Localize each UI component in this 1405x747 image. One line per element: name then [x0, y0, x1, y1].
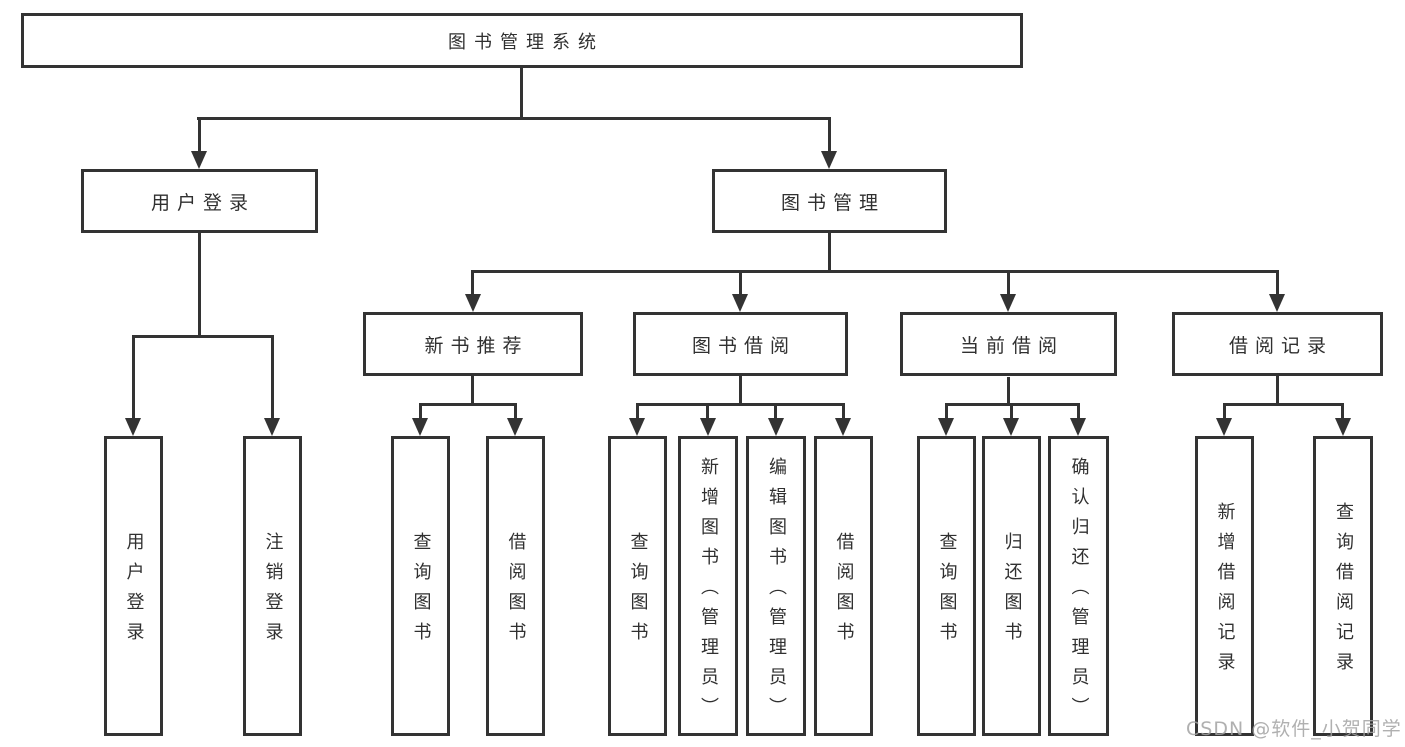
arrow-down-icon: [1216, 418, 1232, 436]
node-book-management: 图书管理: [712, 169, 947, 233]
arrow-down-icon: [835, 418, 851, 436]
leaf-query-borrow-record: 查询借阅记录: [1313, 436, 1373, 736]
connector-recommend-bar: [419, 403, 517, 406]
connector-drop-leaf: [636, 405, 639, 419]
connector-drop-leaf: [1341, 405, 1344, 419]
watermark: CSDN @软件_小贺同学: [1186, 718, 1402, 740]
connector-drop-leaf: [514, 405, 517, 419]
leaf-add-borrow-record: 新增借阅记录: [1195, 436, 1254, 736]
node-root: 图书管理系统: [21, 13, 1023, 68]
leaf-add-book-admin-label: 新增图书（管理员）: [698, 457, 719, 727]
arrow-down-icon: [264, 418, 280, 436]
arrow-down-icon: [700, 418, 716, 436]
arrow-down-icon: [1000, 294, 1016, 312]
connector-current-bar: [945, 403, 1080, 406]
leaf-query-books-current-label: 查询图书: [936, 532, 958, 652]
node-book-management-label: 图书管理: [780, 191, 885, 214]
leaf-logout-label: 注销登录: [262, 532, 284, 652]
arrow-down-icon: [1003, 418, 1019, 436]
leaf-logout: 注销登录: [243, 436, 302, 736]
leaf-query-books-recommend-label: 查询图书: [410, 532, 432, 652]
arrow-down-icon: [821, 151, 837, 169]
connector-records-bar: [1223, 403, 1344, 406]
connector-recommend-stem: [471, 376, 474, 406]
leaf-add-borrow-record-label: 新增借阅记录: [1214, 502, 1236, 682]
node-book-borrowing-label: 图书借阅: [691, 334, 796, 357]
connector-drop-leaf: [1077, 405, 1080, 419]
leaf-return-books-label: 归还图书: [1001, 532, 1023, 652]
connector-drop-leaf: [842, 405, 845, 419]
leaf-borrow-books-borrowing-label: 借阅图书: [833, 532, 855, 652]
connector-borrowing-stem: [739, 376, 742, 405]
arrow-down-icon: [412, 418, 428, 436]
node-borrowing-records-label: 借阅记录: [1228, 334, 1333, 357]
leaf-borrow-books-borrowing: 借阅图书: [814, 436, 873, 736]
connector-drop-leaf: [1010, 405, 1013, 419]
node-current-borrowing: 当前借阅: [900, 312, 1117, 376]
connector-drop-leaf: [419, 405, 422, 419]
node-book-borrowing: 图书借阅: [633, 312, 848, 376]
connector-drop-book-management: [828, 119, 831, 153]
connector-root-stem: [520, 68, 523, 120]
connector-user-login-stem: [198, 233, 201, 338]
arrow-down-icon: [768, 418, 784, 436]
node-new-book-recommendation: 新书推荐: [363, 312, 583, 376]
connector-level2-bar: [197, 117, 831, 120]
connector-drop-leaf: [945, 405, 948, 419]
node-user-login-label: 用户登录: [150, 191, 255, 214]
arrow-down-icon: [191, 151, 207, 169]
connector-drop-leaf: [706, 405, 709, 419]
leaf-return-books: 归还图书: [982, 436, 1041, 736]
arrow-down-icon: [1335, 418, 1351, 436]
connector-user-login-bar: [132, 335, 274, 338]
leaf-edit-book-admin: 编辑图书（管理员）: [746, 436, 806, 736]
node-current-borrowing-label: 当前借阅: [959, 334, 1064, 357]
connector-current-stem: [1007, 377, 1010, 405]
connector-drop-leaf: [774, 405, 777, 419]
leaf-add-book-admin: 新增图书（管理员）: [678, 436, 738, 736]
leaf-borrow-books-recommend-label: 借阅图书: [505, 532, 527, 652]
connector-drop-level3: [1007, 272, 1010, 296]
connector-drop-leaf: [271, 337, 274, 420]
node-user-login: 用户登录: [81, 169, 318, 233]
connector-drop-leaf: [132, 337, 135, 420]
arrow-down-icon: [1269, 294, 1285, 312]
node-root-label: 图书管理系统: [448, 31, 604, 53]
arrow-down-icon: [732, 294, 748, 312]
arrow-down-icon: [629, 418, 645, 436]
arrow-down-icon: [125, 418, 141, 436]
leaf-query-borrow-record-label: 查询借阅记录: [1333, 502, 1354, 682]
connector-drop-level3: [739, 272, 742, 296]
leaf-confirm-return-admin-label: 确认归还（管理员）: [1068, 457, 1090, 727]
leaf-user-login-label: 用户登录: [123, 532, 145, 652]
arrow-down-icon: [465, 294, 481, 312]
connector-drop-level3: [471, 272, 474, 296]
leaf-query-books-borrowing-label: 查询图书: [627, 532, 649, 652]
leaf-query-books-current: 查询图书: [917, 436, 976, 736]
leaf-borrow-books-recommend: 借阅图书: [486, 436, 545, 736]
arrow-down-icon: [938, 418, 954, 436]
leaf-confirm-return-admin: 确认归还（管理员）: [1048, 436, 1109, 736]
leaf-edit-book-admin-label: 编辑图书（管理员）: [766, 457, 787, 727]
connector-book-management-stem: [828, 233, 831, 273]
connector-drop-leaf: [1223, 405, 1226, 419]
connector-drop-level3: [1276, 272, 1279, 296]
leaf-query-books-recommend: 查询图书: [391, 436, 450, 736]
arrow-down-icon: [1070, 418, 1086, 436]
node-borrowing-records: 借阅记录: [1172, 312, 1383, 376]
node-new-book-recommendation-label: 新书推荐: [424, 334, 529, 357]
connector-level3-bar: [471, 270, 1279, 273]
connector-borrowing-bar: [636, 403, 845, 406]
arrow-down-icon: [507, 418, 523, 436]
connector-records-stem: [1276, 376, 1279, 406]
connector-drop-user-login: [198, 119, 201, 153]
leaf-query-books-borrowing: 查询图书: [608, 436, 667, 736]
leaf-user-login: 用户登录: [104, 436, 163, 736]
